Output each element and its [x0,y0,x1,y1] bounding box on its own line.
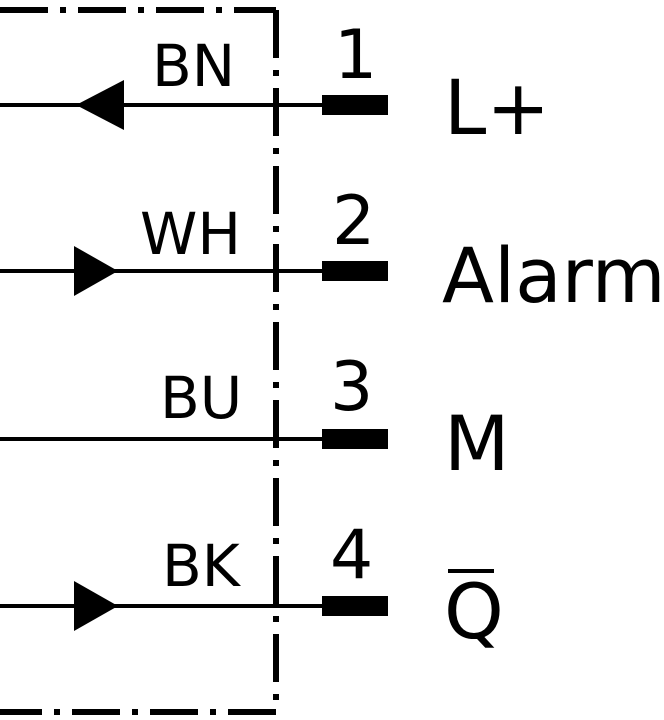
pin-number-4: 4 [330,516,373,595]
signal-label-2: Alarm [442,231,664,320]
pin-row-2: WH 2 Alarm [0,182,664,320]
pin-terminal-4 [322,596,388,616]
signal-label-3: M [444,399,510,488]
wire-color-label-2: WH [140,200,241,268]
pin-number-1: 1 [334,16,377,95]
pin-row-3: BU 3 M [0,348,510,488]
pin-terminal-3 [322,429,388,449]
arrow-in-icon [76,80,124,130]
pin-terminal-2 [322,261,388,281]
wire-color-label-1: BN [152,32,235,100]
wire-color-label-3: BU [160,364,242,432]
pin-row-4: BK 4 Q [0,516,504,656]
signal-label-4: Q [444,567,504,656]
wire-color-label-4: BK [162,532,242,600]
pin-number-3: 3 [330,348,373,427]
signal-label-1: L+ [444,63,550,152]
pin-row-1: BN 1 L+ [0,16,550,152]
housing-boundary [0,7,279,715]
arrow-out-icon [74,581,118,631]
arrow-out-icon [74,246,118,296]
pin-terminal-1 [322,95,388,115]
pin-number-2: 2 [332,182,375,261]
